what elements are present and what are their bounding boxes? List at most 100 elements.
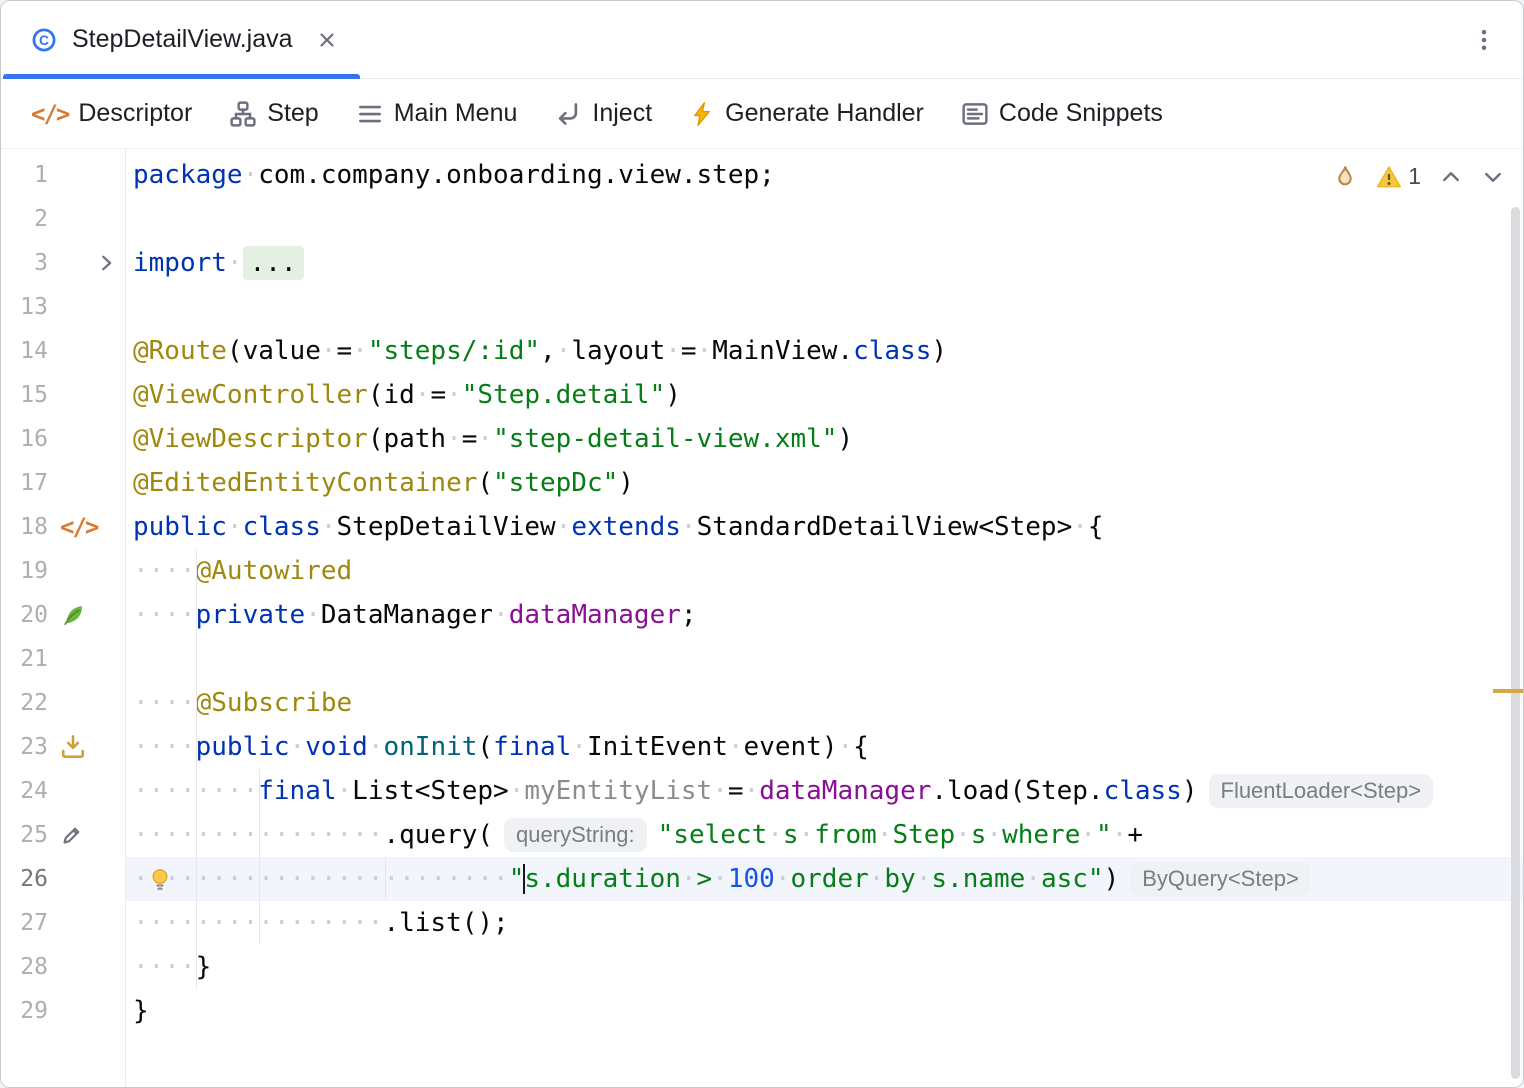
code-line[interactable]: 18 </> public·class·StepDetailView·extends… [1, 505, 1523, 549]
code-line[interactable]: 20 ····private·DataManager·dataManager; [1, 593, 1523, 637]
line-number[interactable]: 21 [20, 646, 48, 672]
code-line[interactable]: 28 ····} [1, 945, 1523, 989]
error-stripe-warning-mark[interactable] [1493, 689, 1523, 693]
line-number[interactable]: 23 [20, 734, 48, 760]
kebab-menu-icon[interactable] [1471, 27, 1497, 53]
code-line[interactable]: 27 ················.list(); [1, 901, 1523, 945]
code-text[interactable]: public·class·StepDetailView·extends·Stan… [125, 505, 1523, 549]
line-number[interactable]: 15 [20, 382, 48, 408]
line-number[interactable]: 19 [20, 558, 48, 584]
line-number[interactable]: 2 [34, 206, 48, 232]
line-number[interactable]: 16 [20, 426, 48, 452]
code-text[interactable]: import·... [125, 241, 1523, 285]
tab-stepdetailview-java[interactable]: C StepDetailView.java [1, 1, 362, 79]
code-line[interactable]: 17 @EditedEntityContainer("stepDc") [1, 461, 1523, 505]
code-token: (value [226, 336, 321, 366]
code-line[interactable]: 19 ····@Autowired [1, 549, 1523, 593]
flame-icon[interactable] [1332, 164, 1358, 190]
whitespace-dots: · [1072, 512, 1088, 542]
code-text[interactable]: ····@Subscribe [125, 681, 1523, 725]
code-text[interactable]: ························"s.duration·>·10… [125, 857, 1523, 901]
fold-chevron-icon[interactable] [95, 252, 117, 274]
gutter-cell [48, 857, 125, 901]
inlay-hint[interactable]: FluentLoader<Step> [1208, 774, 1434, 808]
chevron-down-icon[interactable] [1481, 165, 1505, 189]
code-line[interactable]: 26 ························"s.duration·>·… [1, 857, 1523, 901]
chevron-up-icon[interactable] [1439, 165, 1463, 189]
code-line[interactable]: 13 [1, 285, 1523, 329]
code-text[interactable]: @ViewDescriptor(path·=·"step-detail-view… [125, 417, 1523, 461]
edit-pencil-icon[interactable] [60, 823, 84, 847]
line-number[interactable]: 26 [20, 866, 48, 892]
gutter-cell [48, 989, 125, 1033]
spring-bean-icon[interactable] [60, 602, 86, 628]
toolbar-button-step[interactable]: Step [229, 99, 319, 128]
code-line[interactable]: 3 import·... [1, 241, 1523, 285]
code-line[interactable]: 23 ····public·void·onInit(final·InitEvent… [1, 725, 1523, 769]
gutter-cell[interactable] [48, 725, 125, 769]
intention-bulb-icon[interactable] [147, 866, 173, 892]
code-line[interactable]: 2 [1, 197, 1523, 241]
code-text[interactable]: ····} [125, 945, 1523, 989]
inlay-hint[interactable]: queryString: [504, 818, 647, 852]
toolbar-button-main-menu[interactable]: Main Menu [356, 99, 517, 128]
line-number[interactable]: 13 [20, 294, 48, 320]
code-line[interactable]: 22 ····@Subscribe [1, 681, 1523, 725]
line-number[interactable]: 17 [20, 470, 48, 496]
line-number[interactable]: 24 [20, 778, 48, 804]
code-line[interactable]: 24 ········final·List<Step>·myEntityList·… [1, 769, 1523, 813]
line-number[interactable]: 3 [34, 250, 48, 276]
code-text[interactable]: ················.list(); [125, 901, 1523, 945]
view-descriptor-icon[interactable]: </> [60, 513, 99, 541]
code-text[interactable]: package·com.company.onboarding.view.step… [125, 153, 1523, 197]
line-number[interactable]: 22 [20, 690, 48, 716]
line-number[interactable]: 28 [20, 954, 48, 980]
tab-close-icon[interactable] [316, 29, 338, 51]
code-text[interactable] [125, 637, 1523, 681]
line-number[interactable]: 27 [20, 910, 48, 936]
gutter-cell[interactable] [48, 241, 125, 285]
code-text[interactable]: ····public·void·onInit(final·InitEvent·e… [125, 725, 1523, 769]
code-text[interactable] [125, 285, 1523, 329]
code-line[interactable]: 29} [1, 989, 1523, 1033]
code-line[interactable]: 21 [1, 637, 1523, 681]
subscribe-icon[interactable] [60, 734, 86, 760]
line-number[interactable]: 1 [34, 162, 48, 188]
code-line[interactable]: 15 @ViewController(id·=·"Step.detail") [1, 373, 1523, 417]
whitespace-dots: · [446, 380, 462, 410]
line-number[interactable]: 14 [20, 338, 48, 364]
toolbar-button-descriptor[interactable]: </>Descriptor [31, 99, 192, 128]
gutter-cell[interactable] [48, 813, 125, 857]
scrollbar-thumb[interactable] [1511, 207, 1520, 1079]
code-text[interactable]: @EditedEntityContainer("stepDc") [125, 461, 1523, 505]
descriptor-icon: </> [31, 99, 70, 128]
code-text[interactable]: ····@Autowired [125, 549, 1523, 593]
gutter-cell[interactable]: </> [48, 505, 125, 549]
toolbar-button-generate-handler[interactable]: Generate Handler [689, 99, 924, 128]
code-text[interactable] [125, 197, 1523, 241]
code-line[interactable]: 14 @Route(value·=·"steps/:id",·layout·=·M… [1, 329, 1523, 373]
line-number[interactable]: 20 [20, 602, 48, 628]
inlay-hint[interactable]: ByQuery<Step> [1130, 862, 1311, 896]
line-number[interactable]: 29 [20, 998, 48, 1024]
gutter-cell[interactable] [48, 593, 125, 637]
toolbar-button-inject[interactable]: Inject [554, 99, 652, 128]
line-number[interactable]: 25 [20, 822, 48, 848]
code-token: "steps/:id" [367, 336, 540, 366]
code-text[interactable]: ····private·DataManager·dataManager; [125, 593, 1523, 637]
toolbar-button-code-snippets[interactable]: Code Snippets [961, 99, 1163, 128]
code-line[interactable]: 16 @ViewDescriptor(path·=·"step-detail-vi… [1, 417, 1523, 461]
code-text[interactable]: @Route(value·=·"steps/:id",·layout·=·Mai… [125, 329, 1523, 373]
code-text[interactable]: ········final·List<Step>·myEntityList·=·… [125, 769, 1523, 813]
code-line[interactable]: 25 ················.query(queryString:"se… [1, 813, 1523, 857]
toolbar-button-label: Code Snippets [998, 99, 1163, 127]
code-text[interactable]: @ViewController(id·=·"Step.detail") [125, 373, 1523, 417]
code-text[interactable]: } [125, 989, 1523, 1033]
code-token: onInit [383, 732, 478, 762]
code-text[interactable]: ················.query(queryString:"sele… [125, 813, 1523, 857]
code-token: where [1002, 820, 1081, 850]
line-number[interactable]: 18 [20, 514, 48, 540]
warning-summary[interactable]: 1 [1376, 163, 1421, 190]
